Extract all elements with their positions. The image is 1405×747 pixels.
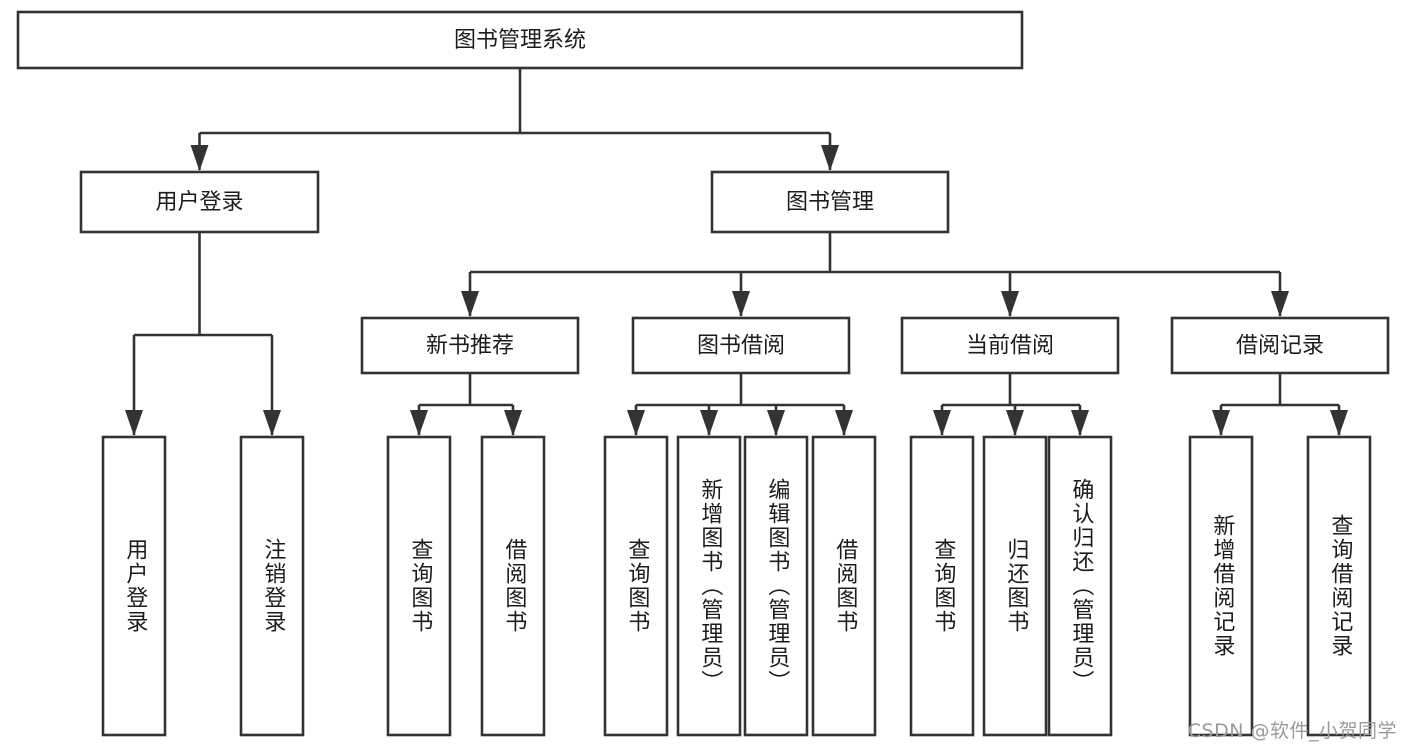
arrow-head-leaf-query-book-bb: [627, 410, 645, 436]
node-box-leaf-logout: [239, 435, 305, 737]
node-box-root: [16, 10, 1024, 70]
node-box-leaf-borrow-book-bb: [811, 435, 877, 737]
node-box-leaf-add-book: [676, 435, 742, 737]
arrow-head-user-login: [190, 145, 209, 171]
node-box-leaf-query-book-rec: [386, 435, 452, 737]
node-box-borrow-record: [1170, 316, 1390, 375]
node-box-user-login: [79, 170, 320, 234]
node-box-leaf-return-book: [982, 435, 1048, 737]
node-label-current-borrow: 当前借阅: [966, 334, 1054, 359]
arrow-head-leaf-query-record: [1330, 410, 1348, 436]
arrow-head-leaf-borrow-book-bb: [835, 410, 853, 436]
node-label-new-book-rec: 新书推荐: [426, 334, 514, 359]
node-box-book-manage: [710, 170, 950, 234]
arrow-head-book-borrow: [732, 291, 750, 317]
arrow-head-new-book-rec: [461, 291, 479, 317]
node-box-leaf-query-book-cb: [909, 435, 975, 737]
node-box-new-book-rec: [360, 316, 580, 375]
node-label-root: 图书管理系统: [454, 28, 586, 53]
node-box-leaf-query-book-bb: [603, 435, 669, 737]
node-label-book-manage: 图书管理: [786, 190, 874, 215]
node-box-current-borrow: [900, 316, 1120, 375]
connectors-layer: [125, 68, 1348, 436]
arrow-head-leaf-borrow-book-rec: [504, 410, 522, 436]
node-box-leaf-query-record: [1306, 435, 1372, 737]
arrow-head-leaf-return-book: [1006, 410, 1024, 436]
node-label-borrow-record: 借阅记录: [1236, 334, 1324, 359]
arrow-head-leaf-query-book-cb: [933, 410, 951, 436]
arrow-head-borrow-record: [1271, 291, 1289, 317]
node-box-leaf-edit-book: [743, 435, 809, 737]
arrow-head-leaf-add-book: [700, 410, 718, 436]
arrow-head-leaf-confirm-return: [1071, 410, 1089, 436]
arrow-head-leaf-user-login: [125, 410, 143, 436]
node-box-book-borrow: [631, 316, 851, 375]
arrow-head-leaf-logout: [263, 410, 281, 436]
arrow-head-current-borrow: [1001, 291, 1019, 317]
node-box-leaf-borrow-book-rec: [480, 435, 546, 737]
arrow-head-book-manage: [821, 145, 839, 171]
node-label-user-login: 用户登录: [155, 190, 243, 215]
boxes-layer: [16, 10, 1390, 737]
node-box-leaf-user-login: [101, 435, 167, 737]
node-label-book-borrow: 图书借阅: [697, 334, 785, 359]
node-box-leaf-add-record: [1188, 435, 1254, 737]
arrow-head-leaf-query-book-rec: [410, 410, 428, 436]
watermark-text: CSDN @软件_小贺同学: [1187, 720, 1397, 742]
arrow-head-leaf-edit-book: [767, 410, 785, 436]
node-box-leaf-confirm-return: [1047, 435, 1113, 737]
arrow-head-leaf-add-record: [1212, 410, 1230, 436]
